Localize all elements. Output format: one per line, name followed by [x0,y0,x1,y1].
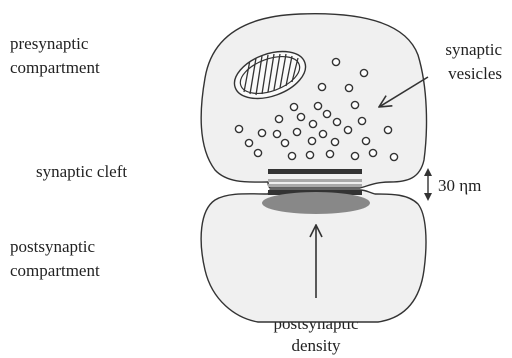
vesicle-icon [293,128,300,135]
vesicle-icon [309,120,316,127]
vesicle-icon [362,137,369,144]
vesicle-icon [333,118,340,125]
postsynaptic-density [262,192,370,214]
vesicle-icon [326,150,333,157]
vesicle-icon [318,83,325,90]
vesicle-icon [290,103,297,110]
vesicle-icon [351,152,358,159]
vesicle-icon [254,149,261,156]
vesicle-icon [235,125,242,132]
vesicle-icon [314,102,321,109]
vesicle-icon [275,115,282,122]
vesicle-icon [332,58,339,65]
vesicle-icon [258,129,265,136]
vesicle-icon [281,139,288,146]
cleft-material-lower [268,184,362,187]
vesicle-icon [308,137,315,144]
vesicle-icon [390,153,397,160]
vesicle-icon [384,126,391,133]
vesicle-icon [345,84,352,91]
vesicle-icon [360,69,367,76]
presynaptic-membrane [268,169,362,174]
vesicle-icon [331,138,338,145]
vesicle-icon [297,113,304,120]
cleft-material-upper [268,179,362,182]
gap-dimension-indicator [424,168,432,201]
vesicle-icon [344,126,351,133]
vesicle-icon [358,117,365,124]
vesicle-icon [306,151,313,158]
vesicle-icon [273,130,280,137]
vesicle-icon [351,101,358,108]
vesicle-icon [288,152,295,159]
vesicle-icon [319,130,326,137]
presynaptic-compartment [201,14,426,188]
vesicle-icon [245,139,252,146]
vesicle-icon [323,110,330,117]
vesicle-icon [369,149,376,156]
